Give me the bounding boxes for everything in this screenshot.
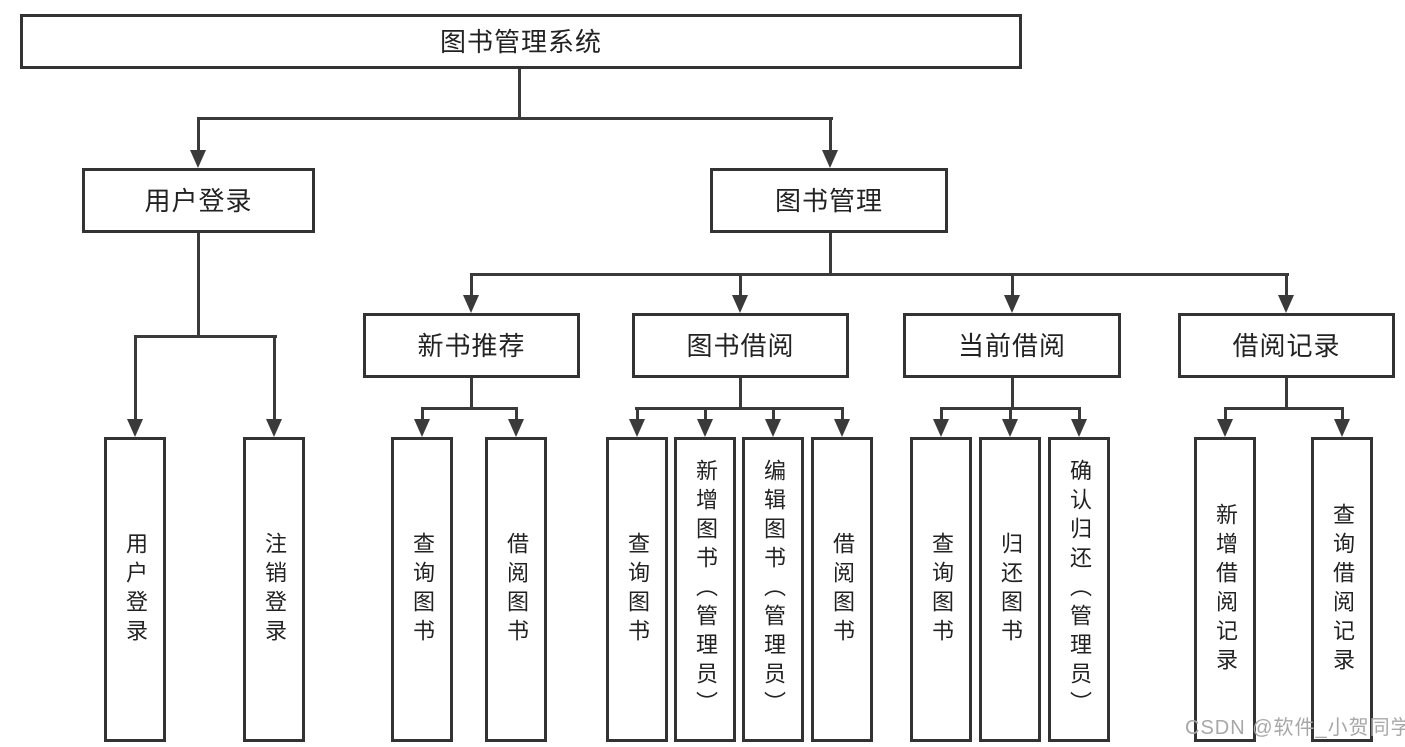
node-label: 借阅图书	[830, 531, 855, 648]
arrowhead-down-icon	[1002, 419, 1018, 437]
node-label: 借阅图书	[504, 531, 529, 648]
node-label: 用户登录	[123, 531, 148, 648]
node-label: 新书推荐	[417, 330, 526, 361]
connector-line-vertical	[420, 407, 424, 422]
node-label: 确认归还（管理员）	[1067, 459, 1092, 720]
arrowhead-down-icon	[1004, 295, 1020, 313]
arrowhead-down-icon	[834, 419, 850, 437]
connector-line-horizontal	[197, 117, 833, 120]
node-leaf-edit-book-admin: 编辑图书（管理员）	[742, 437, 804, 742]
arrowhead-down-icon	[190, 150, 206, 168]
connector-line-vertical	[1010, 378, 1014, 410]
node-label: 编辑图书（管理员）	[761, 459, 786, 720]
node-borrow-records: 借阅记录	[1178, 313, 1395, 378]
node-leaf-query-books-borrowing: 查询图书	[606, 437, 668, 742]
node-leaf-borrow-books-recommend: 借阅图书	[485, 437, 547, 742]
node-leaf-confirm-return-admin: 确认归还（管理员）	[1048, 437, 1110, 742]
node-library-management-system: 图书管理系统	[20, 14, 1022, 69]
connector-line-vertical	[517, 68, 521, 120]
connector-line-horizontal	[940, 407, 1081, 410]
arrowhead-down-icon	[697, 419, 713, 437]
arrowhead-down-icon	[933, 419, 949, 437]
node-label: 借阅记录	[1232, 330, 1341, 361]
node-leaf-query-books-current: 查询图书	[910, 437, 972, 742]
node-leaf-borrow-books: 借阅图书	[811, 437, 873, 742]
connector-line-vertical	[703, 407, 707, 422]
node-current-borrowing: 当前借阅	[903, 313, 1121, 378]
node-label: 新增借阅记录	[1213, 502, 1238, 677]
arrowhead-down-icon	[508, 419, 524, 437]
connector-line-vertical	[1284, 378, 1288, 410]
arrowhead-down-icon	[1217, 419, 1233, 437]
connector-line-vertical	[1284, 273, 1288, 298]
node-leaf-add-borrow-record: 新增借阅记录	[1194, 437, 1256, 742]
node-book-borrowing: 图书借阅	[632, 313, 849, 378]
connector-line-vertical	[828, 117, 832, 153]
connector-line-vertical	[1008, 407, 1012, 422]
node-leaf-add-book-admin: 新增图书（管理员）	[674, 437, 736, 742]
connector-line-vertical	[272, 335, 276, 422]
connector-line-vertical	[738, 273, 742, 298]
connector-line-vertical	[1010, 273, 1014, 298]
node-label: 当前借阅	[957, 330, 1066, 361]
arrowhead-down-icon	[266, 419, 282, 437]
node-new-book-recommend: 新书推荐	[363, 313, 580, 378]
node-user-login: 用户登录	[82, 168, 315, 233]
node-label: 查询图书	[929, 531, 954, 648]
node-leaf-return-books: 归还图书	[979, 437, 1041, 742]
node-leaf-query-borrow-record: 查询借阅记录	[1311, 437, 1373, 742]
node-leaf-logout: 注销登录	[243, 437, 305, 742]
connector-line-horizontal	[134, 335, 277, 338]
arrowhead-down-icon	[1334, 419, 1350, 437]
node-label: 用户登录	[144, 185, 253, 216]
arrowhead-down-icon	[822, 150, 838, 168]
connector-line-vertical	[196, 117, 200, 153]
connector-line-horizontal	[470, 273, 1289, 276]
connector-line-horizontal	[635, 407, 844, 410]
connector-line-vertical	[469, 273, 473, 298]
arrowhead-down-icon	[629, 419, 645, 437]
node-label: 注销登录	[262, 531, 287, 648]
connector-line-vertical	[771, 407, 775, 422]
csdn-watermark: CSDN @软件_小贺同学	[1185, 717, 1405, 739]
node-label: 新增图书（管理员）	[693, 459, 718, 720]
node-label: 查询图书	[410, 531, 435, 648]
arrowhead-down-icon	[765, 419, 781, 437]
connector-line-vertical	[469, 378, 473, 410]
node-label: 查询借阅记录	[1330, 502, 1355, 677]
arrowhead-down-icon	[463, 295, 479, 313]
node-leaf-query-books-recommend: 查询图书	[391, 437, 453, 742]
connector-line-vertical	[738, 378, 742, 410]
connector-line-vertical	[828, 233, 832, 276]
node-label: 图书借阅	[686, 330, 795, 361]
arrowhead-down-icon	[1278, 295, 1294, 313]
connector-line-vertical	[514, 407, 518, 422]
connector-line-vertical	[840, 407, 844, 422]
connector-line-vertical	[939, 407, 943, 422]
arrowhead-down-icon	[1071, 419, 1087, 437]
connector-line-vertical	[635, 407, 639, 422]
connector-line-vertical	[1077, 407, 1081, 422]
node-book-management: 图书管理	[710, 168, 948, 233]
connector-line-vertical	[133, 335, 137, 422]
connector-line-horizontal	[1224, 407, 1344, 410]
node-label: 归还图书	[998, 531, 1023, 648]
arrowhead-down-icon	[732, 295, 748, 313]
node-label: 查询图书	[625, 531, 650, 648]
node-label: 图书管理	[774, 185, 883, 216]
connector-line-vertical	[196, 233, 200, 338]
connector-line-horizontal	[421, 407, 518, 410]
arrowhead-down-icon	[127, 419, 143, 437]
arrowhead-down-icon	[414, 419, 430, 437]
connector-line-vertical	[1340, 407, 1344, 422]
node-leaf-user-login: 用户登录	[104, 437, 166, 742]
node-label: 图书管理系统	[439, 26, 602, 57]
connector-line-vertical	[1223, 407, 1227, 422]
